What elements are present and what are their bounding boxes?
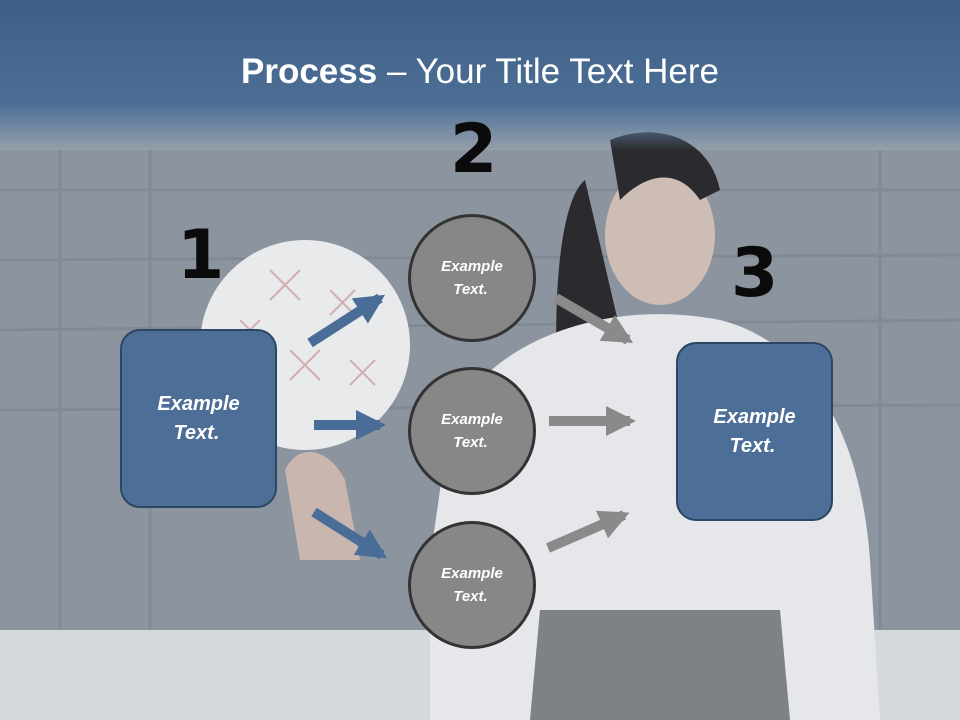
circle-bottom-line-2: Text.: [453, 588, 488, 605]
title-band: [0, 0, 960, 150]
circle-top-line-1: Example: [441, 258, 503, 275]
circle-middle-line-2: Text.: [453, 434, 488, 451]
right-box-line-2: Text.: [729, 434, 776, 457]
slide-title: Process – Your Title Text Here: [0, 52, 960, 92]
step-1-number: 1: [177, 216, 225, 295]
left-box[interactable]: Example Text.: [120, 329, 277, 508]
circle-bottom[interactable]: Example Text.: [408, 521, 536, 649]
circle-middle-line-1: Example: [441, 411, 503, 428]
right-box[interactable]: Example Text.: [676, 342, 833, 521]
circle-top[interactable]: Example Text.: [408, 214, 536, 342]
circle-top-line-2: Text.: [453, 281, 488, 298]
title-bold-word: Process: [241, 52, 378, 91]
right-box-line-1: Example: [713, 405, 796, 428]
arrow-top-to-right: [553, 293, 634, 345]
arrow-bottom-to-right: [546, 510, 630, 553]
left-box-line-1: Example: [157, 392, 240, 415]
left-box-line-2: Text.: [173, 421, 220, 444]
circle-middle[interactable]: Example Text.: [408, 367, 536, 495]
step-3-number: 3: [731, 234, 779, 313]
title-rest: – Your Title Text Here: [377, 52, 719, 91]
arrow-left-to-bottom: [311, 507, 388, 560]
circle-bottom-line-1: Example: [441, 565, 503, 582]
arrow-left-to-top: [307, 293, 386, 348]
step-2-number: 2: [450, 110, 498, 189]
